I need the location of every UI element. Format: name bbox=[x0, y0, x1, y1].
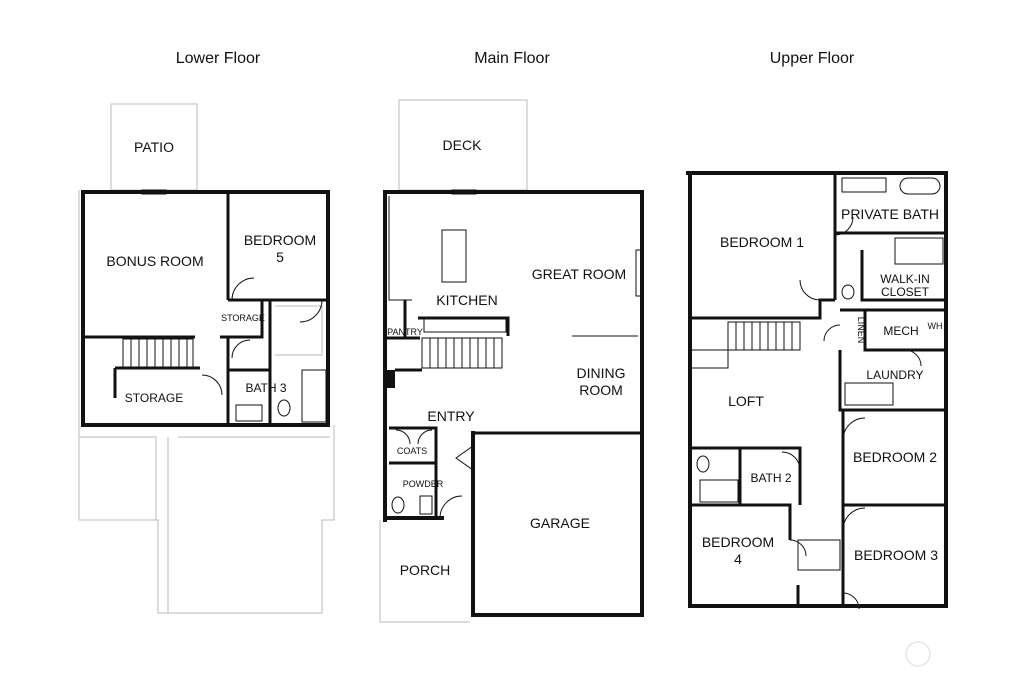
main-powder-door bbox=[439, 495, 463, 519]
upper-bed1-door bbox=[799, 279, 821, 301]
main-great-room-label: GREAT ROOM bbox=[532, 266, 626, 282]
main-floor-title: Main Floor bbox=[474, 50, 550, 67]
lower-storage-label: STORAGE bbox=[125, 391, 183, 405]
upper-bedroom1-label: BEDROOM 1 bbox=[720, 234, 804, 250]
main-powder-toilet bbox=[391, 496, 405, 514]
upper-privbath-shower bbox=[894, 237, 944, 265]
upper-exterior-wall bbox=[686, 171, 948, 608]
lower-wall-storage-east bbox=[220, 335, 230, 425]
upper-wall-mech bbox=[863, 310, 946, 352]
main-entry-label: ENTRY bbox=[427, 408, 475, 424]
upper-privbath-toilet bbox=[841, 284, 855, 300]
main-stair-post bbox=[385, 370, 395, 388]
upper-bed3-door bbox=[842, 507, 866, 531]
upper-mech-door bbox=[904, 349, 922, 367]
main-kitchen-counter-west bbox=[388, 196, 412, 301]
upper-closet-box bbox=[797, 539, 841, 571]
lower-wall-storage-closet bbox=[228, 298, 264, 339]
lower-bedroom5-number: 5 bbox=[276, 249, 284, 265]
main-dining-room-label: ROOM bbox=[579, 382, 623, 398]
upper-wall-bath2 bbox=[690, 446, 802, 505]
upper-bath2-toilet bbox=[696, 455, 710, 473]
main-floor-plan: DECK KITCHEN GREAT ROOM PANTRY DINING RO… bbox=[379, 99, 644, 623]
upper-laundry-label: LAUNDRY bbox=[866, 368, 923, 382]
main-garage-label: GARAGE bbox=[530, 515, 590, 531]
main-wall-coats-powder bbox=[389, 426, 438, 518]
upper-walkin-label: WALK-IN bbox=[880, 272, 930, 286]
upper-bed3-closet-door bbox=[842, 592, 860, 610]
upper-wall-laundry bbox=[838, 350, 946, 412]
main-stairs bbox=[421, 337, 503, 369]
lower-storage-door bbox=[231, 339, 251, 359]
upper-laundry-machines bbox=[844, 382, 894, 406]
lower-floor-plan: PATIO BONUS ROOM BEDROOM 5 STORAGE STORA… bbox=[78, 103, 335, 614]
upper-closet-label: CLOSET bbox=[881, 285, 930, 299]
upper-privbath-tub bbox=[899, 177, 941, 195]
lower-bath3-vanity bbox=[235, 404, 263, 422]
main-powder-sink bbox=[419, 495, 433, 515]
main-dining-label: DINING bbox=[577, 365, 626, 381]
main-slider-door bbox=[451, 189, 477, 195]
main-coats-doors bbox=[395, 429, 433, 445]
main-pantry-label: PANTRY bbox=[387, 327, 423, 337]
lower-bedroom5-label: BEDROOM bbox=[244, 232, 316, 248]
lower-bath3-label: BATH 3 bbox=[245, 381, 286, 395]
lower-slider-door bbox=[141, 189, 167, 195]
main-deck-label: DECK bbox=[443, 137, 483, 153]
main-kitchen-label: KITCHEN bbox=[436, 292, 497, 308]
lower-crawl-line bbox=[79, 436, 157, 520]
lower-bath3-toilet bbox=[277, 399, 291, 417]
upper-floor-title: Upper Floor bbox=[769, 50, 855, 67]
upper-wall-bed1-south bbox=[690, 298, 835, 320]
upper-private-bath-label: PRIVATE BATH bbox=[841, 206, 939, 222]
lower-bed5-door bbox=[231, 277, 255, 301]
upper-wh-label: WH bbox=[928, 321, 943, 331]
main-kitchen-island bbox=[441, 229, 467, 283]
upper-wall-bed4-north bbox=[690, 503, 792, 540]
lower-unexcavated-outline bbox=[78, 190, 335, 614]
upper-privbath-vanity bbox=[841, 177, 887, 193]
lower-exterior-wall bbox=[81, 190, 330, 427]
upper-stairs bbox=[689, 321, 801, 369]
upper-bedroom3-label: BEDROOM 3 bbox=[854, 547, 938, 563]
main-garage-door-entry bbox=[455, 445, 474, 471]
lower-bath3-shower bbox=[301, 369, 327, 423]
main-powder-label: POWDER bbox=[403, 479, 444, 489]
lower-floor-title: Lower Floor bbox=[175, 50, 261, 67]
lower-storage-small-label: STORAGE bbox=[221, 313, 265, 323]
upper-wall-closet bbox=[860, 250, 946, 302]
upper-bedroom4-label: BEDROOM bbox=[702, 534, 774, 550]
lower-stairs bbox=[122, 338, 194, 368]
main-exterior-wall bbox=[383, 190, 644, 617]
upper-linen-door bbox=[823, 324, 841, 342]
watermark-logo bbox=[905, 641, 931, 667]
main-wall-kitchen-south bbox=[418, 316, 510, 336]
lower-closet-outline bbox=[275, 305, 323, 356]
main-coats-label: COATS bbox=[397, 446, 427, 456]
upper-bedroom4-number: 4 bbox=[734, 551, 742, 567]
main-porch-label: PORCH bbox=[400, 562, 451, 578]
upper-bath2-door bbox=[781, 451, 801, 471]
upper-linen-label: LINEN bbox=[856, 317, 866, 344]
upper-bed4-door bbox=[789, 539, 807, 557]
upper-loft-label: LOFT bbox=[728, 393, 764, 409]
upper-bedroom2-label: BEDROOM 2 bbox=[853, 449, 937, 465]
lower-bonus-room-label: BONUS ROOM bbox=[106, 253, 203, 269]
upper-mech-label: MECH bbox=[883, 324, 918, 338]
main-kitchen-range bbox=[423, 317, 507, 333]
upper-floor-plan: BEDROOM 1 PRIVATE BATH WALK-IN CLOSET LI… bbox=[686, 171, 948, 610]
upper-bed2-door bbox=[842, 417, 866, 441]
lower-closet-door bbox=[299, 299, 323, 323]
main-fireplace bbox=[635, 249, 643, 297]
upper-privbath-door bbox=[834, 216, 854, 236]
upper-bath2-tub bbox=[699, 479, 739, 503]
lower-storage-door-2 bbox=[201, 374, 223, 396]
lower-patio-label: PATIO bbox=[134, 139, 174, 155]
main-porch-outline bbox=[379, 520, 470, 623]
upper-bath2-label: BATH 2 bbox=[750, 471, 791, 485]
